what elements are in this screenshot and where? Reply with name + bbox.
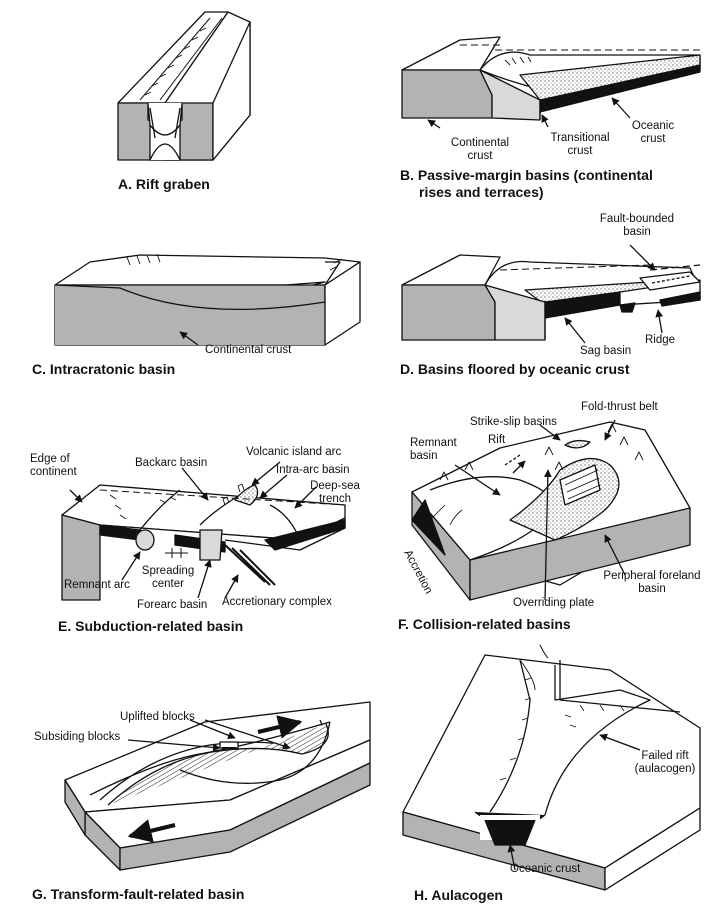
- caption-g: G. Transform-fault-related basin: [32, 886, 245, 902]
- label-h-failed-rift: Failed rift(aulacogen): [634, 750, 696, 775]
- label-e-backarc-basin: Backarc basin: [135, 457, 208, 469]
- panel-d-oceanic-floored-drawing: [401, 244, 701, 344]
- caption-h: H. Aulacogen: [414, 887, 503, 903]
- label-d-sag-basin: Sag basin: [580, 345, 632, 357]
- panel-g-transform-drawing: [64, 701, 371, 871]
- caption-f: F. Collision-related basins: [398, 616, 571, 632]
- caption-b-line2: rises and terraces): [419, 184, 544, 200]
- panel-a-rift-graben-drawing: [117, 11, 251, 161]
- label-f-overriding-plate: Overriding plate: [513, 597, 595, 609]
- label-c-continental-crust: Continental crust: [205, 344, 292, 356]
- label-h-oceanic-crust: Oceanic crust: [510, 863, 581, 875]
- panel-c-intracratonic-drawing: [54, 253, 361, 346]
- caption-d: D. Basins floored by oceanic crust: [400, 361, 630, 377]
- label-e-remnant-arc: Remnant arc: [64, 579, 130, 591]
- label-f-fold-thrust-belt: Fold-thrust belt: [581, 401, 658, 413]
- panel-f-collision-drawing: [411, 419, 691, 601]
- panel-h-aulacogen-drawing: [402, 644, 701, 891]
- caption-a: A. Rift graben: [118, 176, 210, 192]
- label-d-ridge: Ridge: [645, 334, 676, 346]
- caption-e: E. Subduction-related basin: [58, 618, 244, 634]
- label-g-uplifted-blocks: Uplifted blocks: [120, 711, 195, 723]
- caption-b-line1: B. Passive-margin basins (continental: [400, 167, 653, 183]
- panel-e-subduction-drawing: [61, 461, 346, 601]
- label-e-intra-arc-basin: Intra-arc basin: [276, 464, 350, 476]
- label-e-forearc-basin: Forearc basin: [137, 599, 208, 611]
- label-g-subsiding-blocks: Subsiding blocks: [34, 731, 121, 743]
- label-e-volcanic-island-arc: Volcanic island arc: [246, 446, 342, 458]
- label-e-accretionary-complex: Accretionary complex: [222, 596, 332, 608]
- label-f-rift: Rift: [488, 434, 506, 446]
- panel-b-passive-margin-drawing: [401, 36, 701, 129]
- label-f-strike-slip-basins: Strike-slip basins: [470, 416, 557, 428]
- caption-c: C. Intracratonic basin: [32, 361, 176, 377]
